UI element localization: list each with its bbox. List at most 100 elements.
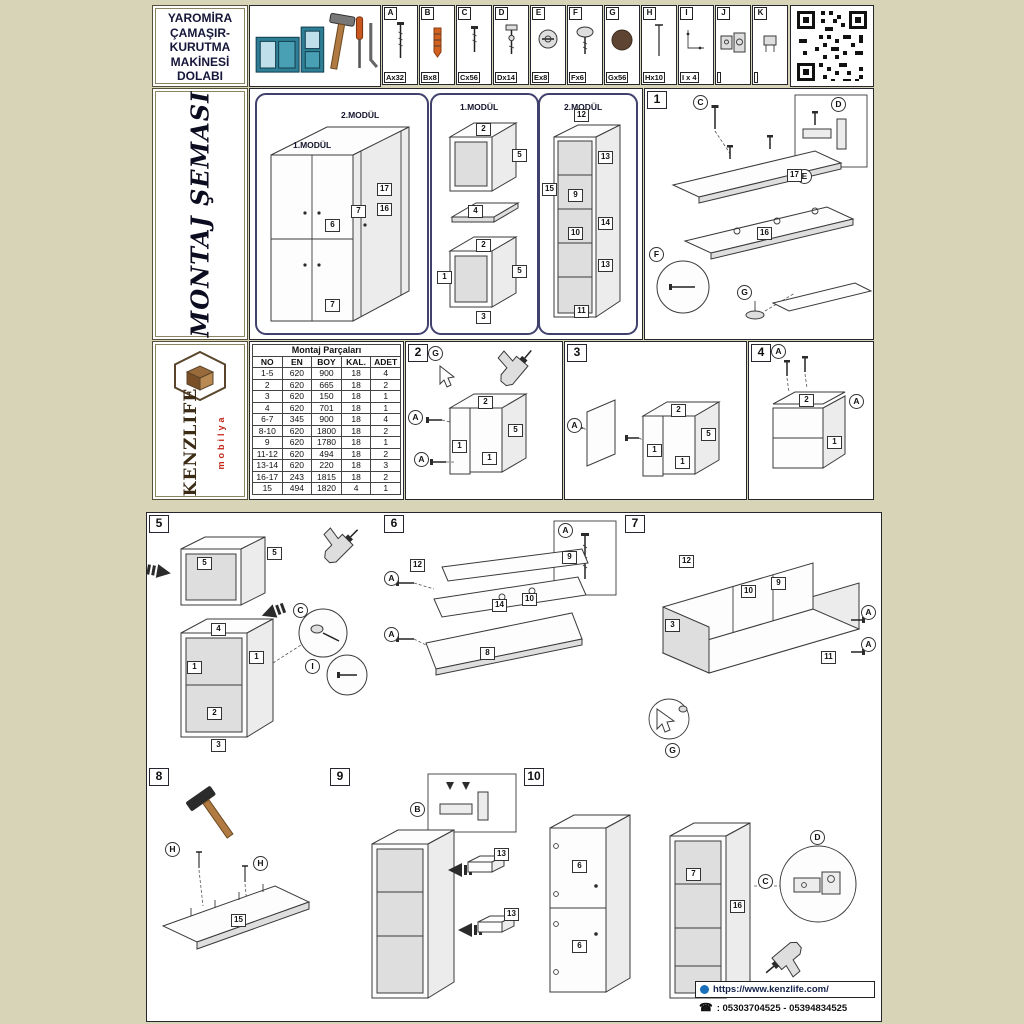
table-header-row: NO EN BOY KAL. ADET (252, 355, 401, 368)
brand-name: KENZLIFE (180, 388, 201, 497)
part-label: 5 (512, 149, 527, 162)
nail-icon (196, 851, 202, 868)
hardware-ref-label: G (737, 285, 752, 300)
hardware-ref-label: D (831, 97, 846, 112)
drill-icon (497, 349, 532, 387)
step-1-panel: 1 C D E F G 17 16 (644, 88, 874, 340)
step-number: 6 (384, 515, 404, 533)
step-2-panel: 2 G A A 2 5 1 1 (405, 341, 563, 500)
hardware-ref-label: A (414, 452, 429, 467)
screw-icon (669, 284, 695, 290)
column-header: ADET (370, 355, 401, 368)
step-7-panel: 7 A A G 12 10 9 3 11 (623, 513, 878, 767)
step-number: 3 (567, 344, 587, 362)
footer-website: https://www.kenzlife.com/ (695, 981, 875, 998)
part-label: 16 (730, 900, 745, 913)
hardware-count: Cx56 (458, 72, 480, 83)
brand-logo: KENZLIFE mobilya (152, 341, 248, 500)
website-url: https://www.kenzlife.com/ (713, 984, 829, 995)
column-header: BOY (311, 355, 342, 368)
hardware-letter-label: I (680, 7, 693, 20)
part-label: 15 (231, 914, 246, 927)
hardware-item-e: E Ex8 (530, 5, 566, 85)
hardware-count: Gx56 (606, 72, 629, 83)
screw-icon (711, 105, 719, 129)
hardware-count: Hx10 (643, 72, 665, 83)
hinge-icon (720, 32, 746, 53)
part-label: 3 (476, 311, 491, 324)
part-label: 3 (211, 739, 226, 752)
hardware-strip: A Ax32 B Bx8 C Cx56 D Dx14 E Ex8 F Fx6 (382, 5, 788, 85)
part-label: 12 (574, 109, 589, 122)
part-label: 9 (562, 551, 577, 564)
hardware-letter-label: B (421, 7, 434, 20)
module-overview-panel: 2.MODÜL 1.MODÜL 17 16 7 6 7 1.MODÜL (249, 88, 643, 340)
part-label: 13 (598, 259, 613, 272)
cover-cap-icon (611, 29, 633, 51)
fitting-icon (763, 35, 777, 52)
globe-icon (700, 985, 709, 994)
part-label: 6 (572, 860, 587, 873)
hardware-item-h: H Hx10 (641, 5, 677, 85)
hardware-count: Ex8 (532, 72, 550, 83)
part-label: 1 (827, 436, 842, 449)
table-title-row: Montaj Parçaları (252, 344, 401, 357)
hardware-count: Bx8 (421, 72, 439, 83)
part-label: 12 (679, 555, 694, 568)
step-number: 7 (625, 515, 645, 533)
module-1-label: 1.MODÜL (460, 102, 499, 112)
step-number: 4 (751, 344, 771, 362)
hardware-ref-label: F (649, 247, 664, 262)
step-number: 8 (149, 768, 169, 786)
part-label: 11 (821, 651, 836, 664)
hardware-letter-label: E (532, 7, 545, 20)
product-title-line: YAROMİRA (167, 11, 233, 25)
part-label: 2 (207, 707, 222, 720)
part-label: 12 (410, 559, 425, 572)
part-label: 5 (508, 424, 523, 437)
step-number: 2 (408, 344, 428, 362)
part-label: 2 (671, 404, 686, 417)
hardware-item-a: A Ax32 (382, 5, 418, 85)
part-label: 13 (494, 848, 509, 861)
assembly-arrow-icon (261, 602, 287, 618)
hardware-item-i: I I x 4 (678, 5, 714, 85)
hardware-ref-label: A (558, 523, 573, 538)
hardware-ref-label: I (305, 659, 320, 674)
part-label: 5 (267, 547, 282, 560)
hammer-icon (186, 786, 234, 839)
step-5-panel: 5 (147, 513, 383, 767)
column-header: KAL. (340, 355, 372, 368)
part-label: 17 (377, 183, 392, 196)
hardware-item-b: B Bx8 (419, 5, 455, 85)
hardware-ref-label: G (665, 743, 680, 758)
hardware-ref-label: A (771, 344, 786, 359)
schema-title-box: MONTAJ ŞEMASI (152, 88, 248, 340)
part-label: 1 (452, 440, 467, 453)
hardware-item-j: J (715, 5, 751, 85)
hardware-ref-label: A (408, 410, 423, 425)
part-label: 4 (468, 205, 483, 218)
hardware-item-g: G Gx56 (604, 5, 640, 85)
part-label: 5 (197, 557, 212, 570)
part-label: 10 (741, 585, 756, 598)
hardware-letter-label: C (458, 7, 471, 20)
hardware-ref-label: B (410, 802, 425, 817)
part-label: 2 (476, 239, 491, 252)
hardware-ref-label: A (861, 605, 876, 620)
part-label: 4 (211, 623, 226, 636)
qr-code-icon (795, 9, 869, 83)
tools-illustration (249, 5, 381, 87)
step-number: 10 (524, 768, 544, 786)
tools-icon (255, 12, 379, 73)
part-label: 5 (512, 265, 527, 278)
part-label: 17 (787, 169, 802, 182)
hardware-count (754, 72, 758, 83)
hand-pointer-icon (656, 708, 676, 733)
